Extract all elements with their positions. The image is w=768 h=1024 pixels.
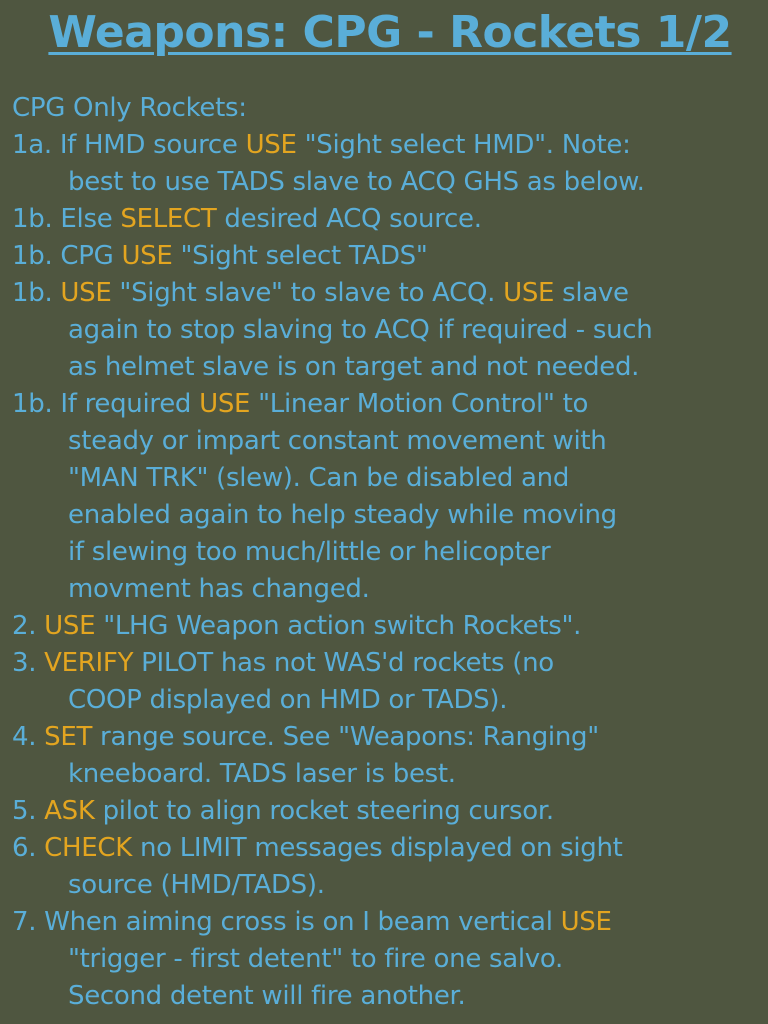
step-line-first: 5. ASK pilot to align rocket steering cu… (12, 793, 768, 830)
step-line-first: 4. SET range source. See "Weapons: Rangi… (12, 719, 768, 756)
step-text: slave (554, 278, 629, 308)
step-text: if slewing too much/little or helicopter (68, 537, 551, 567)
step-number: 1b. (12, 278, 61, 308)
step-text: "Sight slave" to slave to ACQ. (111, 278, 504, 308)
step-line-first: 2. USE "LHG Weapon action switch Rockets… (12, 608, 768, 645)
step-text: "Linear Motion Control" to (250, 389, 589, 419)
step-text: CPG (60, 241, 122, 271)
step-number: 1b. (12, 204, 61, 234)
step-text: If HMD source (59, 130, 246, 160)
action-keyword: ASK (44, 796, 95, 826)
step-list: 1a. If HMD source USE "Sight select HMD"… (12, 127, 768, 1015)
action-keyword: USE (245, 130, 297, 160)
step-line-continued: kneeboard. TADS laser is best. (12, 756, 768, 793)
step-text: When aiming cross is on I beam vertical (44, 907, 561, 937)
step-number: 7. (12, 907, 45, 937)
intro-heading: CPG Only Rockets: (12, 93, 247, 123)
step-text: movment has changed. (68, 574, 370, 604)
step-text: "LHG Weapon action switch Rockets". (95, 611, 582, 641)
step-text: again to stop slaving to ACQ if required… (68, 315, 653, 345)
step-number: 1b. (12, 241, 61, 271)
step-number: 2. (12, 611, 45, 641)
step-line-continued: enabled again to help steady while movin… (12, 497, 768, 534)
action-keyword: CHECK (44, 833, 133, 863)
action-keyword: USE (199, 389, 251, 419)
step-line-first: 1b. Else SELECT desired ACQ source. (12, 201, 768, 238)
action-keyword: USE (503, 278, 555, 308)
step-text: best to use TADS slave to ACQ GHS as bel… (68, 167, 645, 197)
step-text: "Sight select TADS" (172, 241, 428, 271)
step-text: "Sight select HMD". Note: (296, 130, 631, 160)
action-keyword: SELECT (120, 204, 217, 234)
action-keyword: SET (44, 722, 93, 752)
step-number: 1a. (12, 130, 60, 160)
step-text: enabled again to help steady while movin… (68, 500, 617, 530)
step-text: source (HMD/TADS). (68, 870, 325, 900)
step-line-first: 1b. USE "Sight slave" to slave to ACQ. U… (12, 275, 768, 312)
step-number: 4. (12, 722, 45, 752)
step-text: pilot to align rocket steering cursor. (94, 796, 555, 826)
step-text: PILOT has not WAS'd rockets (no (133, 648, 554, 678)
step-line-continued: as helmet slave is on target and not nee… (12, 349, 768, 386)
step-text: COOP displayed on HMD or TADS). (68, 685, 508, 715)
step-number: 1b. (12, 389, 61, 419)
step-line-continued: "MAN TRK" (slew). Can be disabled and (12, 460, 768, 497)
step-line-continued: COOP displayed on HMD or TADS). (12, 682, 768, 719)
step-number: 5. (12, 796, 45, 826)
step-number: 6. (12, 833, 45, 863)
step-line-first: 1a. If HMD source USE "Sight select HMD"… (12, 127, 768, 164)
step-line-first: 7. When aiming cross is on I beam vertic… (12, 904, 768, 941)
step-line-continued: steady or impart constant movement with (12, 423, 768, 460)
action-keyword: USE (44, 611, 96, 641)
step-text: as helmet slave is on target and not nee… (68, 352, 640, 382)
step-text: steady or impart constant movement with (68, 426, 607, 456)
step-line-continued: best to use TADS slave to ACQ GHS as bel… (12, 164, 768, 201)
instructions: CPG Only Rockets: 1a. If HMD source USE … (12, 90, 768, 1015)
step-text: no LIMIT messages displayed on sight (132, 833, 623, 863)
step-line-continued: "trigger - first detent" to fire one sal… (12, 941, 768, 978)
action-keyword: USE (60, 278, 112, 308)
action-keyword: USE (560, 907, 612, 937)
action-keyword: USE (121, 241, 173, 271)
step-line-continued: source (HMD/TADS). (12, 867, 768, 904)
step-line-continued: again to stop slaving to ACQ if required… (12, 312, 768, 349)
step-number: 3. (12, 648, 45, 678)
step-line-first: 1b. CPG USE "Sight select TADS" (12, 238, 768, 275)
step-text: "MAN TRK" (slew). Can be disabled and (68, 463, 570, 493)
step-text: range source. See "Weapons: Ranging" (92, 722, 599, 752)
step-line-first: 3. VERIFY PILOT has not WAS'd rockets (n… (12, 645, 768, 682)
step-text: If required (60, 389, 200, 419)
step-text: Else (60, 204, 121, 234)
step-line-first: 6. CHECK no LIMIT messages displayed on … (12, 830, 768, 867)
step-text: Second detent will fire another. (68, 981, 466, 1011)
step-text: desired ACQ source. (216, 204, 482, 234)
step-line-continued: if slewing too much/little or helicopter (12, 534, 768, 571)
page-title: Weapons: CPG - Rockets 1/2 (48, 7, 732, 58)
step-text: "trigger - first detent" to fire one sal… (68, 944, 564, 974)
step-text: kneeboard. TADS laser is best. (68, 759, 456, 789)
step-line-first: 1b. If required USE "Linear Motion Contr… (12, 386, 768, 423)
step-line-continued: movment has changed. (12, 571, 768, 608)
step-line-continued: Second detent will fire another. (12, 978, 768, 1015)
action-keyword: VERIFY (44, 648, 134, 678)
